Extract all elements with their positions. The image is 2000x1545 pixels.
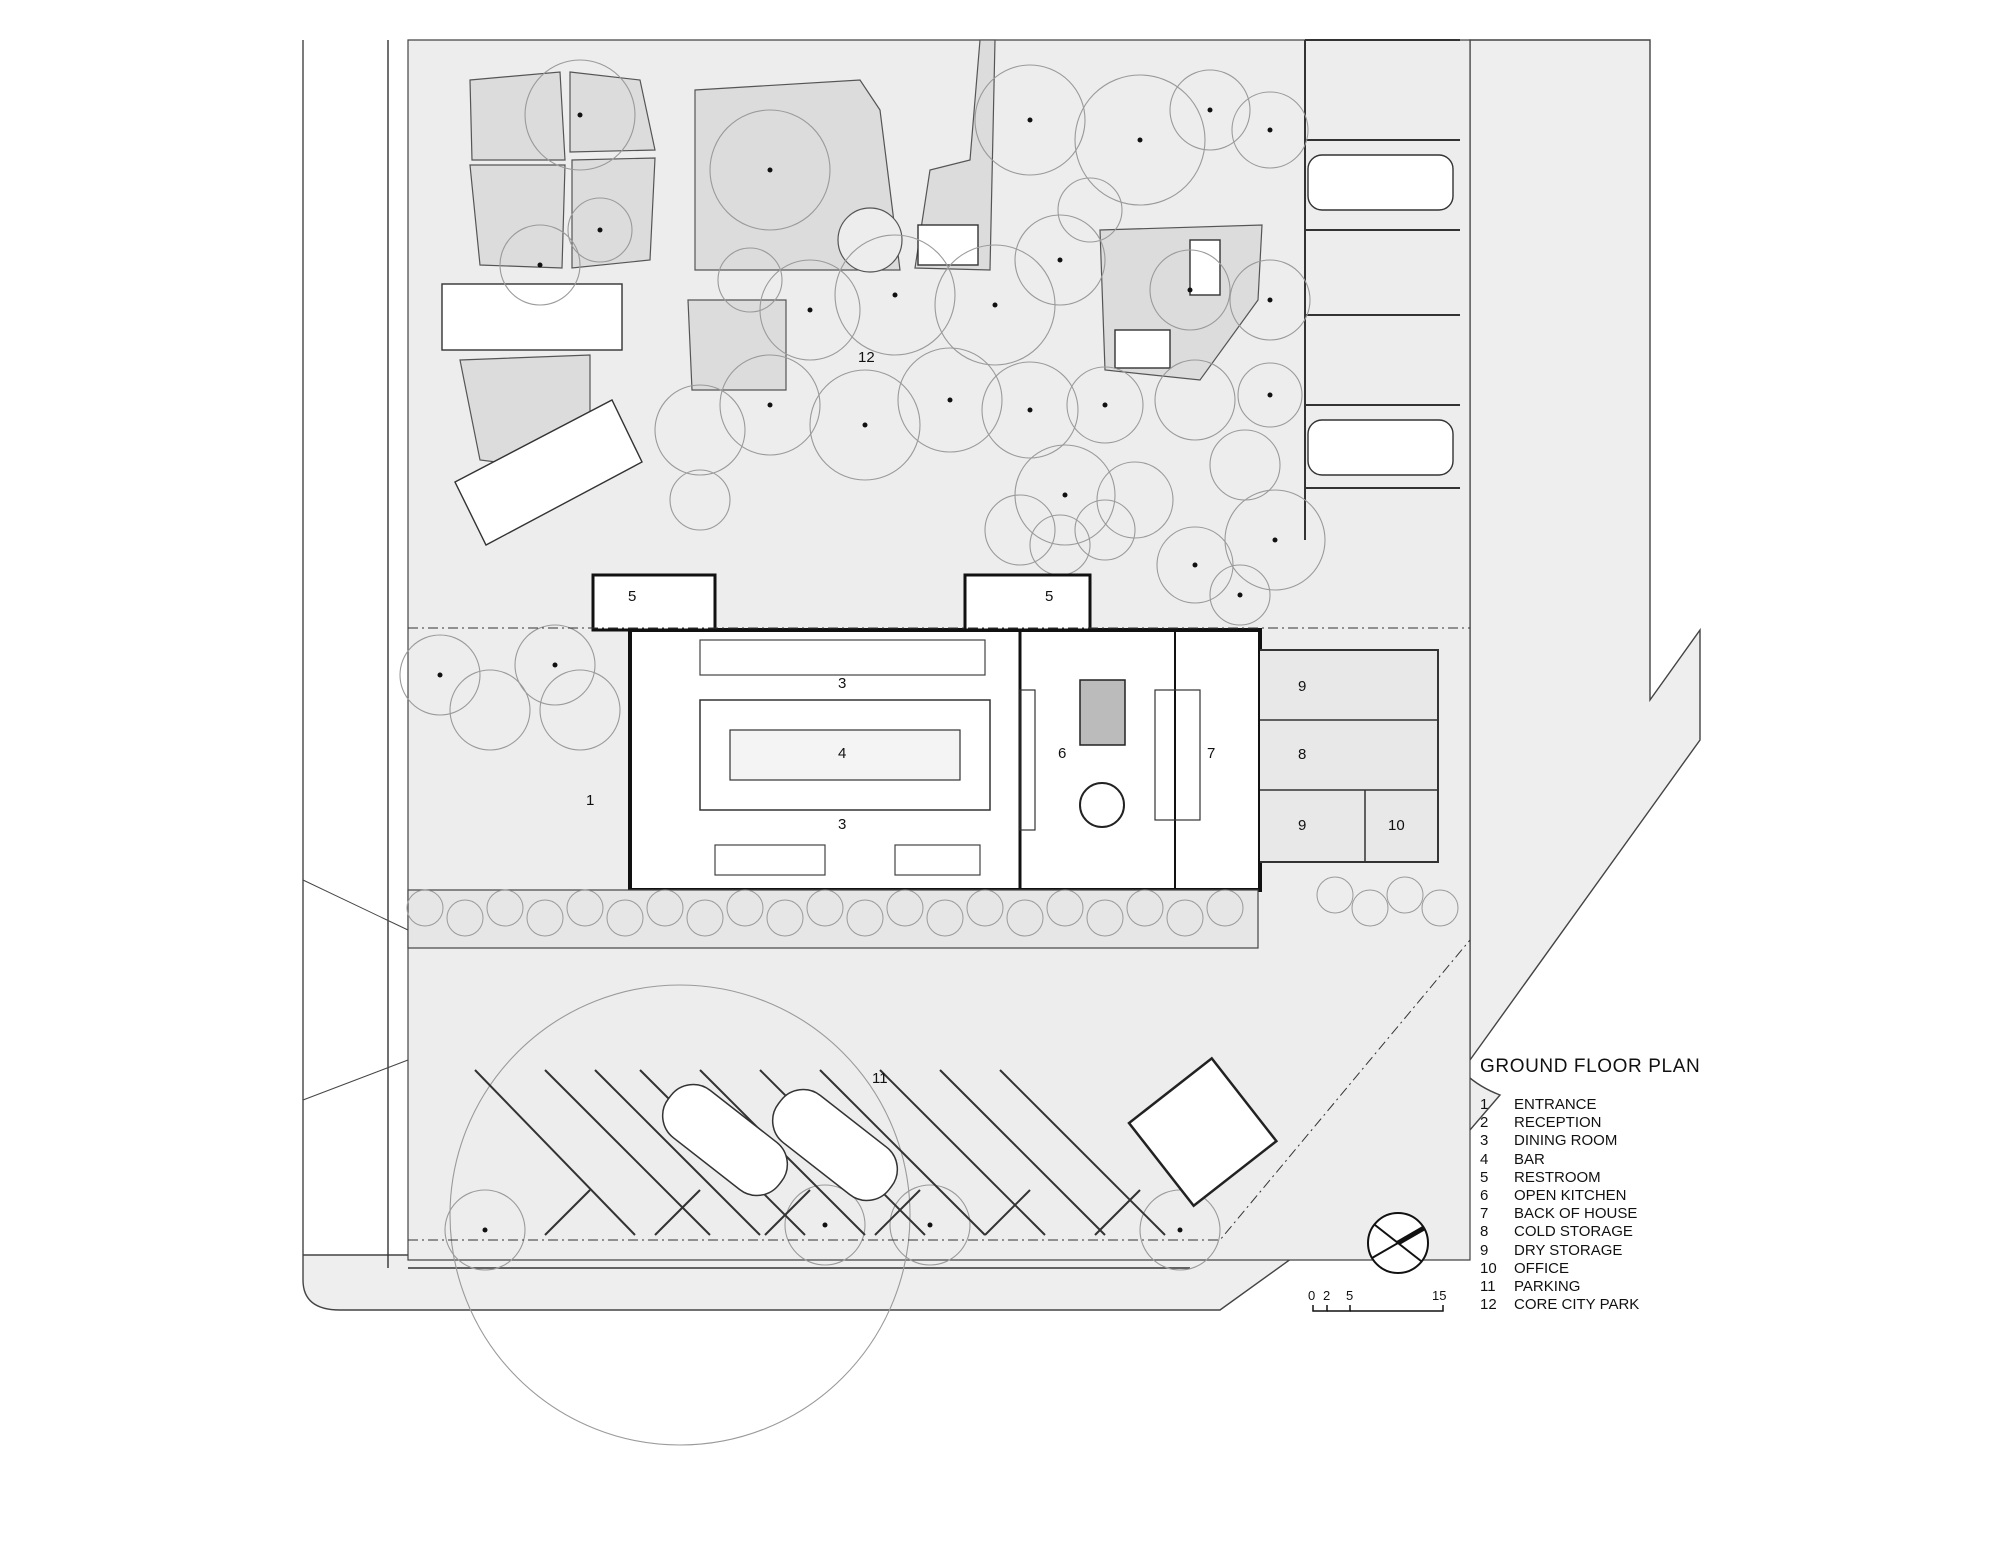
legend-number: 11 <box>1480 1278 1496 1296</box>
legend-label: OFFICE <box>1514 1259 1569 1277</box>
room-label-dry-storage-bottom: 9 <box>1298 817 1306 834</box>
legend-item: 10 OFFICE <box>1480 1260 1700 1278</box>
legend-list: 1 ENTRANCE 2 RECEPTION 3 DINING ROOM 4 BAR 5 REST… <box>1480 1096 1700 1314</box>
room-label-bar: 4 <box>838 745 846 762</box>
planter-strip <box>407 889 1259 949</box>
room-label-cold-storage: 8 <box>1298 746 1306 763</box>
legend-number: 2 <box>1480 1114 1489 1132</box>
room-label-entrance: 1 <box>586 792 594 809</box>
room-label-restroom-right: 5 <box>1045 588 1053 605</box>
legend-label: OPEN KITCHEN <box>1514 1187 1627 1205</box>
north-arrow-icon <box>1367 1212 1429 1274</box>
legend-item: 12 CORE CITY PARK <box>1480 1296 1700 1314</box>
kiosk <box>1127 1056 1279 1208</box>
legend-item: 3 DINING ROOM <box>1480 1132 1700 1150</box>
legend-item: 11 PARKING <box>1480 1278 1700 1296</box>
legend-label: BAR <box>1514 1150 1545 1168</box>
room-label-parking: 11 <box>872 1070 888 1087</box>
tree-trunks <box>437 107 1278 1233</box>
right-sidewalk <box>1469 39 1701 1063</box>
legend-label: BACK OF HOUSE <box>1514 1205 1638 1223</box>
legend-number: 3 <box>1480 1132 1489 1150</box>
scale-tick-15: 15 <box>1432 1288 1446 1303</box>
room-label-open-kitchen: 6 <box>1058 745 1066 762</box>
legend-label: CORE CITY PARK <box>1514 1296 1640 1314</box>
room-label-dry-storage-top: 9 <box>1298 678 1306 695</box>
legend-item: 4 BAR <box>1480 1151 1700 1169</box>
room-label-restroom-left: 5 <box>628 588 636 605</box>
room-label-park: 12 <box>858 349 875 366</box>
legend-number: 8 <box>1480 1223 1489 1241</box>
scale-tick-0: 0 <box>1308 1288 1315 1303</box>
legend-number: 1 <box>1480 1096 1489 1113</box>
room-label-back-of-house: 7 <box>1207 745 1215 762</box>
site-structures <box>441 154 1454 546</box>
tree-canopies <box>399 59 1326 1446</box>
legend-number: 6 <box>1480 1187 1489 1205</box>
room-label-dining-bottom: 3 <box>838 816 846 833</box>
right-parking-lines <box>1304 39 1460 540</box>
legend-item: 6 OPEN KITCHEN <box>1480 1187 1700 1205</box>
legend-item: 1 ENTRANCE <box>1480 1096 1700 1114</box>
plan-title: GROUND FLOOR PLAN <box>1480 1056 1701 1077</box>
legend-label: RESTROOM <box>1514 1168 1601 1186</box>
scale-tick-5: 5 <box>1346 1288 1353 1303</box>
legend-number: 7 <box>1480 1205 1489 1223</box>
legend-label: DRY STORAGE <box>1514 1241 1623 1259</box>
room-label-office: 10 <box>1388 817 1405 834</box>
legend-label: PARKING <box>1514 1278 1581 1296</box>
legend-label: ENTRANCE <box>1514 1096 1597 1113</box>
building <box>591 573 1439 892</box>
legend-label: RECEPTION <box>1514 1114 1602 1132</box>
legend: GROUND FLOOR PLAN 1 ENTRANCE 2 RECEPTION 3 DI… <box>1480 1056 1700 1314</box>
legend-label: COLD STORAGE <box>1514 1223 1633 1241</box>
room-labels: 1 3 3 4 5 5 6 7 8 9 9 10 11 12 <box>586 349 1405 1087</box>
property-line <box>408 627 1471 1241</box>
legend-number: 12 <box>1480 1296 1497 1314</box>
room-label-dining-top: 3 <box>838 675 846 692</box>
scale-tick-2: 2 <box>1323 1288 1330 1303</box>
legend-item: 8 COLD STORAGE <box>1480 1223 1700 1241</box>
legend-number: 5 <box>1480 1168 1489 1186</box>
legend-item: 9 DRY STORAGE <box>1480 1242 1700 1260</box>
scale-bar-icon: 0 2 5 15 <box>1308 1288 1446 1312</box>
legend-label: DINING ROOM <box>1514 1132 1618 1150</box>
legend-number: 4 <box>1480 1150 1489 1168</box>
legend-number: 10 <box>1480 1259 1497 1277</box>
parked-cars <box>661 1083 899 1202</box>
legend-number: 9 <box>1480 1241 1489 1259</box>
legend-item: 2 RECEPTION <box>1480 1114 1700 1132</box>
legend-item: 7 BACK OF HOUSE <box>1480 1205 1700 1223</box>
legend-item: 5 RESTROOM <box>1480 1169 1700 1187</box>
